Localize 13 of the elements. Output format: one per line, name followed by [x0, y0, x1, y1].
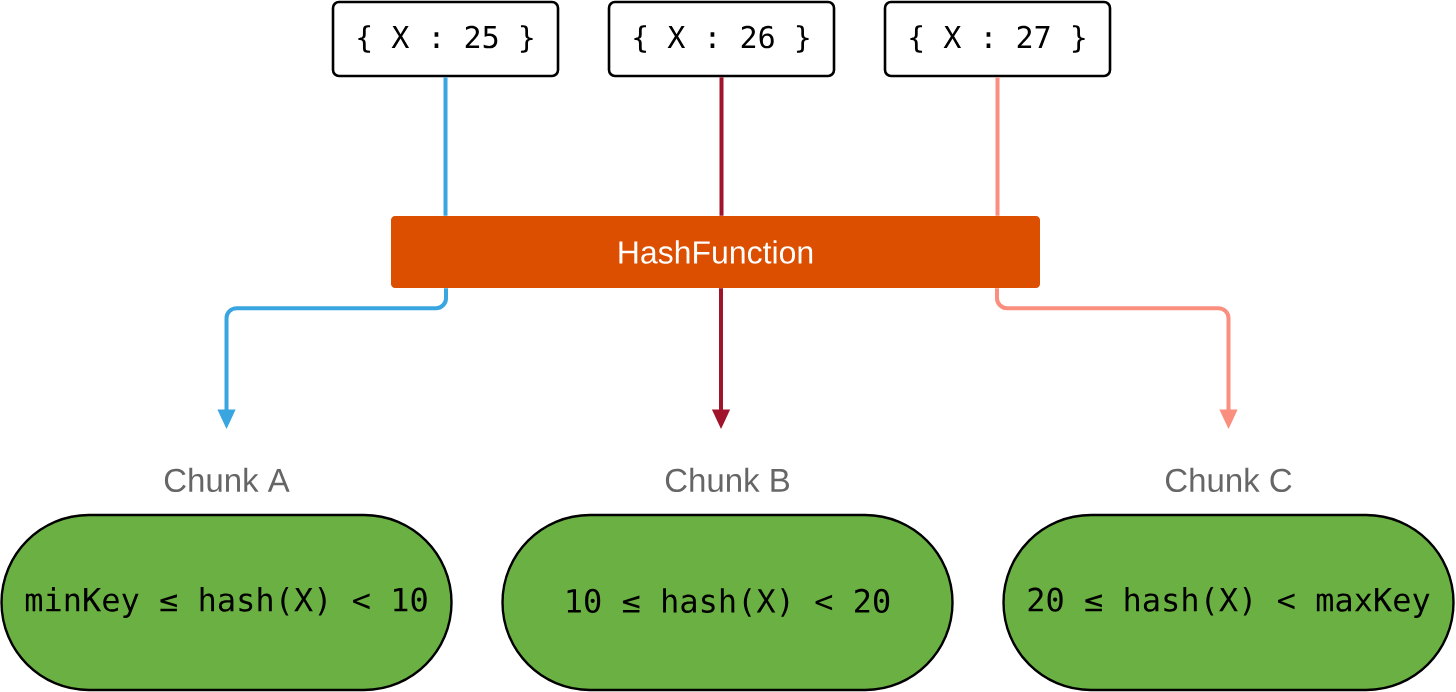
chunk-heading: Chunk A: [164, 467, 290, 493]
range-pill: 20 ≤ hash(X) < maxKey: [1002, 513, 1455, 692]
key-box: { X : 27 }: [883, 0, 1112, 78]
key-box: { X : 25 }: [331, 0, 560, 78]
range-pill: minKey ≤ hash(X) < 10: [0, 513, 453, 692]
connector-line: [995, 77, 1000, 216]
chunk-heading: Chunk B: [665, 467, 789, 493]
hash-function-box: HashFunction: [391, 216, 1040, 288]
range-pill: 10 ≤ hash(X) < 20: [501, 513, 954, 692]
key-box: { X : 26 }: [607, 0, 836, 78]
connector-line: [443, 77, 448, 216]
chunk-heading: Chunk C: [1166, 467, 1292, 493]
connector-line: [719, 77, 724, 216]
